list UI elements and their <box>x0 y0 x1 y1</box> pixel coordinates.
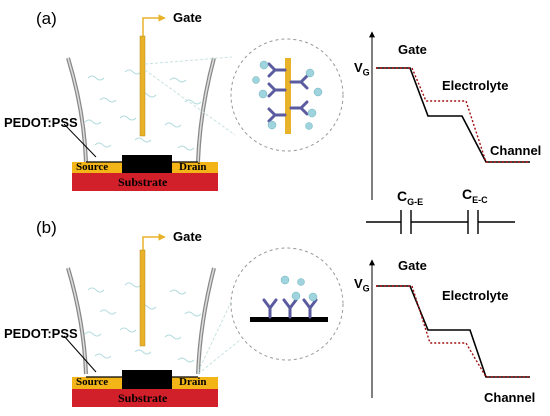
drain-b <box>172 377 218 389</box>
potential-line-dotted-a <box>376 67 530 163</box>
pedot-pointer-a <box>63 123 97 158</box>
zoom-gate-a <box>285 58 291 134</box>
pedot-pointer-b <box>63 335 97 373</box>
pedot-label-b: PEDOT:PSS <box>4 326 78 341</box>
graph-electrolyte-label-b: Electrolyte <box>442 288 509 303</box>
capacitor-ec-label: CE-C <box>462 186 488 205</box>
pedot-label-a: PEDOT:PSS <box>4 115 78 130</box>
substrate-label-a: Substrate <box>118 175 168 189</box>
graph-channel-label-b: Channel <box>484 390 536 405</box>
panel-a-label: (a) <box>36 9 57 28</box>
antigens-b <box>280 275 318 302</box>
graph-electrolyte-label-a: Electrolyte <box>442 78 509 93</box>
drain-label-b: Drain <box>179 376 207 388</box>
gate-electrode-b <box>139 249 146 347</box>
container-left-wall-a <box>66 57 88 163</box>
capacitor-ge-label: CG-E <box>397 188 424 207</box>
substrate-b <box>72 389 218 407</box>
drain-label-a: Drain <box>179 161 207 173</box>
capacitor-circuit <box>366 210 515 234</box>
channel-a <box>122 155 172 173</box>
electrolyte-b <box>84 282 202 363</box>
device-a <box>63 14 344 191</box>
graph-gate-label-b: Gate <box>398 258 427 273</box>
source-a <box>72 162 122 173</box>
source-label-b: Source <box>76 376 109 388</box>
channel-b <box>122 370 172 389</box>
zoom-channel-b <box>250 317 328 322</box>
potential-graph-a <box>369 31 530 200</box>
source-label-a: Source <box>76 161 109 173</box>
antibodies-a <box>267 62 309 123</box>
substrate-label-b: Substrate <box>118 391 168 405</box>
gate-label-a: Gate <box>173 10 202 25</box>
graph-channel-label-a: Channel <box>490 143 542 158</box>
vg-label-a: VG <box>354 60 370 78</box>
gate-label-b: Gate <box>173 229 202 244</box>
potential-line-dotted-b <box>376 285 530 378</box>
container-right-wall-b <box>196 267 216 375</box>
graph-gate-label-a: Gate <box>398 42 427 57</box>
vg-label-b: VG <box>354 276 370 294</box>
antigens-a <box>252 60 323 130</box>
substrate-a <box>72 173 218 191</box>
container-right-wall-a <box>196 57 216 163</box>
source-b <box>72 377 122 389</box>
gate-electrode-a <box>139 35 146 137</box>
panel-b-label: (b) <box>36 218 57 237</box>
potential-graph-b <box>369 259 530 398</box>
device-b <box>63 233 344 407</box>
drain-a <box>172 162 218 173</box>
antibodies-b <box>262 298 318 319</box>
